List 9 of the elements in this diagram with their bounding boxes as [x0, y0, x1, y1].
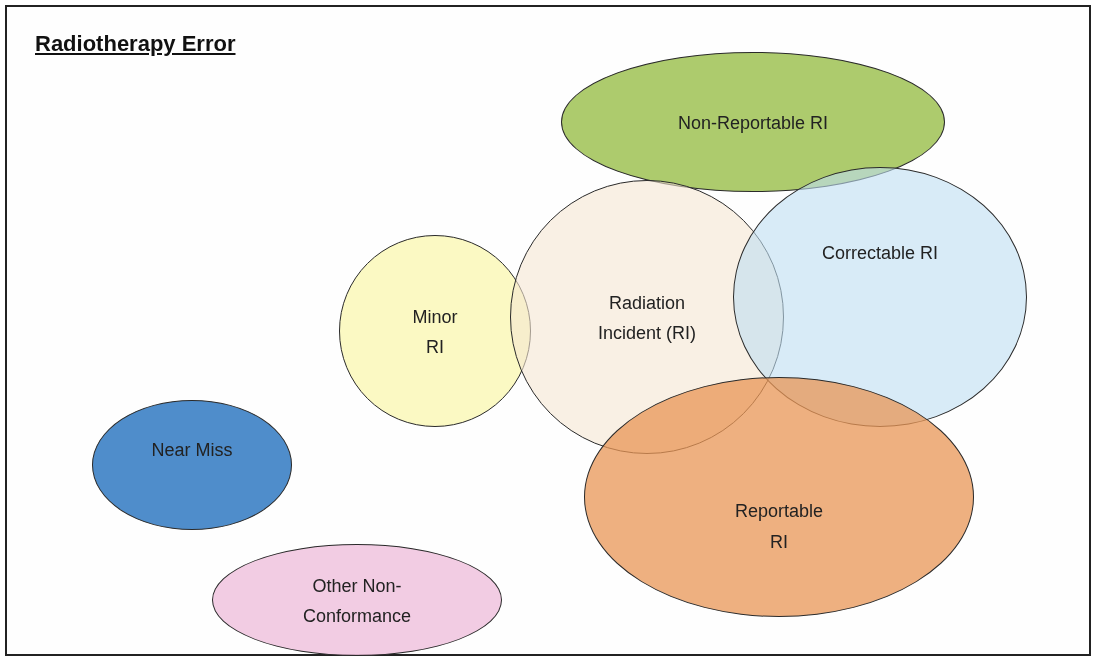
ellipse-label: Non-Reportable RI: [677, 111, 829, 135]
ellipse-label: Other Non-Conformance: [301, 574, 413, 629]
frame-heading-label: Radiotherapy Error: [35, 31, 236, 57]
ellipse-label: Minor RI: [411, 305, 459, 360]
ellipse-label: Reportable RI: [733, 500, 825, 554]
ellipse-label: Correctable RI: [821, 242, 938, 266]
ellipse-label: Radiation Incident (RI): [596, 291, 697, 346]
ellipse-label: Near Miss: [151, 438, 233, 462]
frame-border: [5, 5, 1091, 656]
